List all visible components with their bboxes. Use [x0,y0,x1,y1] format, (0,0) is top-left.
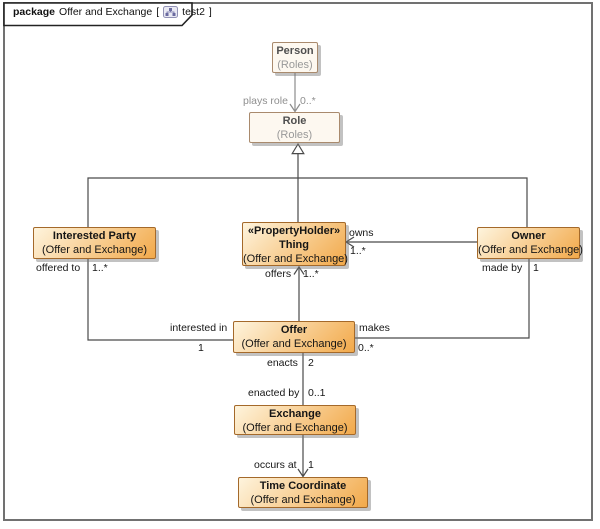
class-name: Interested Party [52,230,137,242]
diagram-frame [3,2,593,521]
class-package: (Offer and Exchange) [478,244,583,256]
class-name: Offer [280,324,308,336]
class-owner[interactable]: Owner (Offer and Exchange) [477,227,583,259]
class-name: Owner [511,230,546,242]
role-label-occurs-at: occurs at [254,459,297,471]
role-label-enacts: enacts [267,357,298,369]
multiplicity-occurs-at: 1 [308,459,314,471]
multiplicity-owns: 1..* [350,245,366,257]
package-title: Offer and Exchange [59,6,153,18]
class-time-coordinate[interactable]: Time Coordinate (Offer and Exchange) [238,477,368,508]
class-package: (Offer and Exchange) [241,338,347,350]
class-name: Role [282,115,307,127]
role-label-offered-to: offered to [36,262,81,274]
multiplicity-offers: 1..* [303,268,319,280]
multiplicity-interested-in: 1 [198,342,204,354]
diagram-name: test2 [182,6,205,18]
diagram-icon [163,6,179,18]
class-name: Person [276,45,314,57]
class-name: Time Coordinate [259,480,347,492]
role-label-interested-in: interested in [170,322,228,334]
class-thing[interactable]: «PropertyHolder» Thing (Offer and Exchan… [242,222,348,266]
multiplicity-plays-role: 0..* [300,95,316,107]
role-label-makes: makes [359,322,390,334]
role-label-plays-role: plays role [243,95,288,107]
class-package: (Offer and Exchange) [243,253,348,265]
class-package: (Roles) [277,59,313,71]
class-package: (Offer and Exchange) [42,244,147,256]
class-package: (Offer and Exchange) [242,422,348,434]
class-stereotype: «PropertyHolder» [247,225,341,237]
multiplicity-makes: 0..* [358,342,374,354]
multiplicity-offered-to: 1..* [92,262,108,274]
tab-shape [3,2,193,27]
class-interested-party[interactable]: Interested Party (Offer and Exchange) [33,227,156,259]
bracket-open: [ [156,6,160,18]
multiplicity-enacted-by: 0..1 [308,387,326,399]
role-label-enacted-by: enacted by [248,387,300,399]
class-exchange[interactable]: Exchange (Offer and Exchange) [234,405,356,435]
multiplicity-made-by: 1 [533,262,539,274]
package-header-tab: package Offer and Exchange [ test2 ] [3,2,212,28]
role-label-owns: owns [349,227,374,239]
class-offer[interactable]: Offer (Offer and Exchange) [233,321,355,353]
class-name: Exchange [269,408,321,420]
class-package: (Offer and Exchange) [250,494,356,506]
bracket-close: ] [208,6,212,18]
multiplicity-enacts: 2 [308,357,314,369]
class-person[interactable]: Person (Roles) [272,42,318,73]
class-name: Thing [279,239,309,251]
role-label-offers: offers [265,268,292,280]
role-label-made-by: made by [482,262,523,274]
class-package: (Roles) [276,129,313,141]
package-header-text: package Offer and Exchange [ test2 ] [13,6,212,18]
package-keyword: package [13,6,56,18]
class-role[interactable]: Role (Roles) [249,112,340,143]
